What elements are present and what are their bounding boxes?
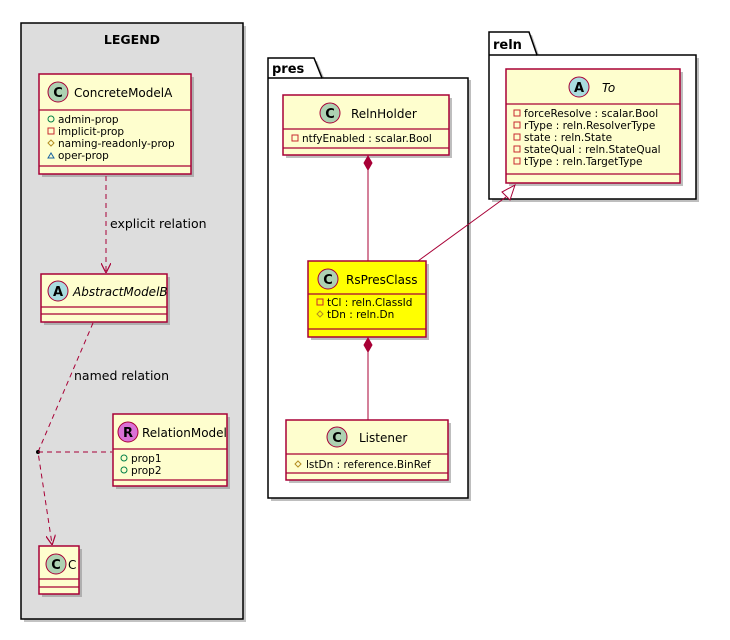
member-row: tType : reln.TargetType [513,156,643,168]
member-text: stateQual : reln.StateQual [524,144,661,156]
stereotype-letter: C [51,558,61,573]
member-row: stateQual : reln.StateQual [513,144,661,156]
relation-stereotype-icon [117,421,139,443]
member-row: admin-prop [47,114,119,126]
member-text: rType : reln.ResolverType [524,120,655,132]
class-name: RelationModel [142,426,227,440]
public-visibility-icon [47,115,55,123]
member-row: prop1 [120,453,162,465]
composition-diamond-icon [363,154,373,172]
stereotype-letter: R [123,426,133,441]
stereotype-letter: C [323,273,333,288]
member-row: state : reln.State [513,132,612,144]
class-to[interactable]: A To forceResolve : scalar.Bool rType : … [505,68,683,186]
class-name: To [602,81,615,95]
class-reln-holder[interactable]: C RelnHolder ntfyEnabled : scalar.Bool [282,94,452,158]
member-row: ntfyEnabled : scalar.Bool [291,133,432,145]
package-name: reln [493,38,522,53]
public-visibility-icon [120,454,128,462]
protected-visibility-icon [47,139,55,147]
abstract-stereotype-icon [47,280,69,302]
protected-visibility-icon [294,460,302,468]
class-name: C [68,558,76,572]
class-stereotype-icon [326,426,348,448]
class-c[interactable]: C C [38,545,82,597]
member-text: state : reln.State [524,132,612,144]
public-visibility-icon [120,466,128,474]
member-text: prop2 [131,465,162,477]
class-stereotype-icon [45,553,67,575]
member-text: naming-readonly-prop [58,138,175,150]
class-stereotype-icon [47,81,69,103]
relation-label: named relation [74,368,169,383]
member-list: forceResolve : scalar.Bool rType : reln.… [513,108,661,168]
member-text: implicit-prop [58,126,124,138]
composition-relnholder-rspresclass [363,154,373,261]
class-name: RsPresClass [346,273,418,287]
package-visibility-icon [47,152,55,159]
stereotype-letter: A [53,285,63,300]
class-name: ConcreteModelA [74,86,173,100]
member-text: tCl : reln.ClassId [327,297,412,309]
generalization-rspresclass-to [417,183,516,262]
stereotype-letter: C [325,107,335,122]
composition-rspresclass-listener [363,336,373,420]
protected-visibility-icon [316,310,324,318]
private-visibility-icon [316,298,324,306]
member-row: naming-readonly-prop [47,138,175,150]
class-stereotype-icon [319,102,341,124]
private-visibility-icon [513,109,521,117]
private-visibility-icon [513,145,521,153]
class-abstract-model-b[interactable]: A AbstractModelB [40,273,170,325]
legend-title: LEGEND [104,32,160,47]
member-row: oper-prop [47,150,109,162]
member-row: prop2 [120,465,162,477]
class-name: Listener [359,431,407,445]
member-list: prop1 prop2 [120,453,162,477]
member-text: tDn : reln.Dn [327,309,394,321]
member-list: admin-prop implicit-prop naming-readonly… [47,114,175,162]
relation-label: explicit relation [110,216,207,231]
member-text: lstDn : reference.BinRef [306,459,431,471]
private-visibility-icon [513,121,521,129]
class-rs-pres-class[interactable]: C RsPresClass tCl : reln.ClassId tDn : r… [307,260,429,340]
private-visibility-icon [513,157,521,165]
member-text: admin-prop [58,114,119,126]
member-row: tDn : reln.Dn [316,309,394,321]
abstract-stereotype-icon [568,76,590,98]
private-visibility-icon [47,127,55,135]
stereotype-letter: A [574,81,584,96]
composition-diamond-icon [363,336,373,354]
relation-named: named relation [36,322,169,544]
inheritance-arrow-icon [501,183,516,201]
class-relation-model[interactable]: R RelationModel prop1 prop2 [112,413,230,489]
member-text: oper-prop [58,150,109,162]
class-listener[interactable]: C Listener lstDn : reference.BinRef [285,419,451,483]
stereotype-letter: C [332,431,342,446]
class-name: RelnHolder [351,107,417,121]
member-row: implicit-prop [47,126,124,138]
member-text: forceResolve : scalar.Bool [524,108,658,120]
member-row: tCl : reln.ClassId [316,297,412,309]
package-name: pres [272,62,305,77]
class-name: AbstractModelB [72,285,168,299]
member-row: forceResolve : scalar.Bool [513,108,658,120]
class-concrete-model-a[interactable]: C ConcreteModelA admin-prop implicit-pro… [38,73,194,177]
relation-explicit: explicit relation [106,176,207,272]
member-text: tType : reln.TargetType [524,156,643,168]
member-text: ntfyEnabled : scalar.Bool [302,133,432,145]
private-visibility-icon [513,133,521,141]
member-text: prop1 [131,453,162,465]
member-row: rType : reln.ResolverType [513,120,655,132]
class-stereotype-icon [317,268,339,290]
stereotype-letter: C [53,86,63,101]
member-row: lstDn : reference.BinRef [294,459,431,471]
private-visibility-icon [291,134,299,142]
